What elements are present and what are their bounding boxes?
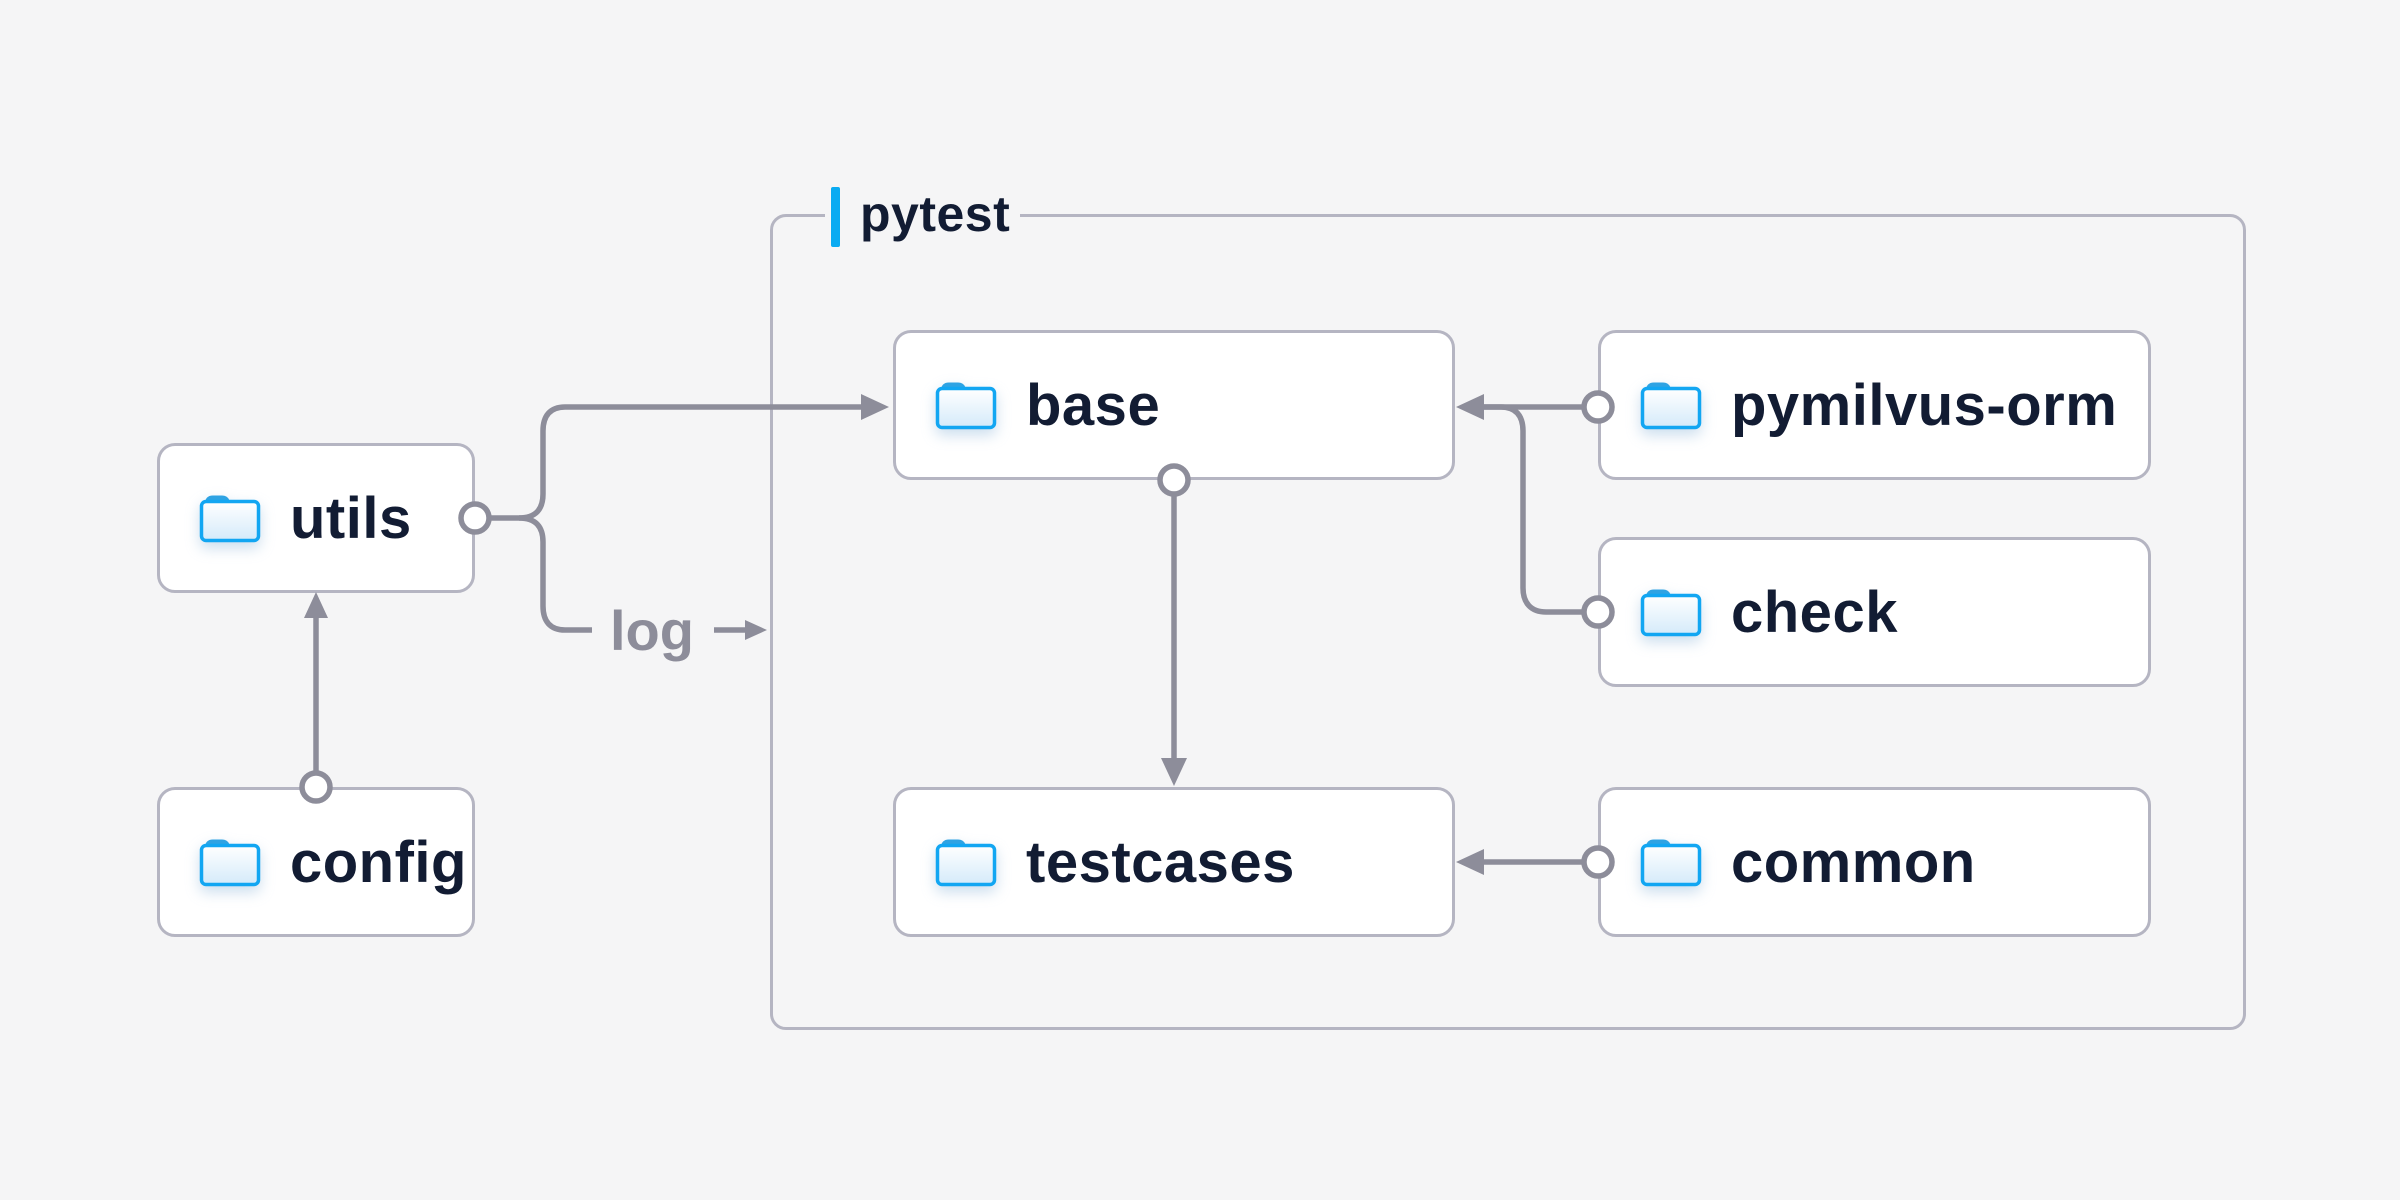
folder-icon (935, 382, 997, 430)
container-title: pytest (860, 186, 1011, 242)
node-label: base (1026, 372, 1161, 438)
node-label: utils (290, 485, 412, 551)
node-pymilvus-orm: pymilvus-orm (1598, 330, 2151, 480)
node-base: base (893, 330, 1455, 480)
node-config: config (157, 787, 475, 937)
folder-icon (1640, 839, 1702, 887)
node-label: testcases (1026, 829, 1295, 895)
folder-icon (935, 839, 997, 887)
node-label: config (290, 829, 467, 895)
folder-icon (1640, 382, 1702, 430)
accent-bar-icon (831, 187, 840, 247)
node-label: pymilvus-orm (1731, 372, 2118, 438)
node-common: common (1598, 787, 2151, 937)
node-label: check (1731, 579, 1898, 645)
folder-icon (199, 839, 261, 887)
pytest-container: pytest (770, 181, 2246, 1030)
edge-label-log: log (610, 598, 694, 662)
folder-icon (199, 495, 261, 543)
pytest-container-label: pytest (825, 181, 1021, 253)
node-check: check (1598, 537, 2151, 687)
node-utils: utils (157, 443, 475, 593)
edge-config-utils (304, 592, 328, 771)
node-label: common (1731, 829, 1976, 895)
node-testcases: testcases (893, 787, 1455, 937)
folder-icon (1640, 589, 1702, 637)
